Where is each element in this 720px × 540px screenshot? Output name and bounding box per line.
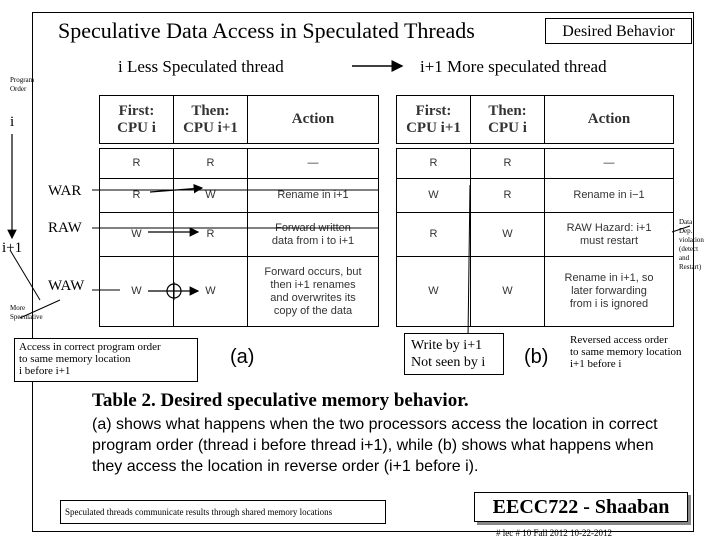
data-dep-callout-line: [671, 225, 691, 233]
label-a: (a): [230, 346, 255, 368]
caption-paragraph: (a) shows what happens when the two proc…: [92, 416, 658, 475]
thread-i1-label: i+1: [2, 240, 23, 256]
slide-title: Speculative Data Access in Speculated Th…: [58, 18, 475, 43]
table-row: R R —: [99, 148, 379, 179]
left-heading: i Less Speculated thread: [118, 57, 284, 76]
table-row: R W Rename in i+1: [99, 178, 379, 213]
table-a-header-first: First:CPU i: [99, 95, 174, 144]
raw-label: RAW: [48, 220, 82, 236]
table-b-header-action: Action: [544, 95, 674, 144]
waw-label: WAW: [48, 278, 85, 294]
table-a: First:CPU i Then:CPU i+1 Action R R — R …: [99, 95, 379, 327]
slide-frame: [32, 12, 694, 532]
footnote-box: Speculated threads communicate results t…: [60, 500, 386, 524]
table-b-header-then: Then:CPU i: [470, 95, 545, 144]
war-arrow: [149, 183, 204, 194]
table-caption: Table 2. Desired speculative memory beha…: [92, 390, 469, 411]
table-b-header-first: First:CPU i+1: [396, 95, 471, 144]
table-row: R R —: [396, 148, 674, 179]
table-row: W R Rename in i−1: [396, 178, 674, 213]
footer-text: # lec # 10 Fall 2012 10-22-2012: [496, 528, 612, 538]
war-label: WAR: [48, 183, 82, 199]
thread-i-label: i: [10, 114, 15, 130]
course-label: EECC722 - Shaaban: [474, 492, 688, 522]
label-b: (b): [524, 346, 549, 368]
more-speculative-line: [19, 299, 61, 319]
right-heading: i+1 More speculated thread: [420, 57, 607, 76]
write-callout-line: [467, 184, 471, 339]
table-b: First:CPU i+1 Then:CPU i Action R R — W …: [396, 95, 674, 327]
desired-behavior-badge: Desired Behavior: [545, 18, 692, 44]
